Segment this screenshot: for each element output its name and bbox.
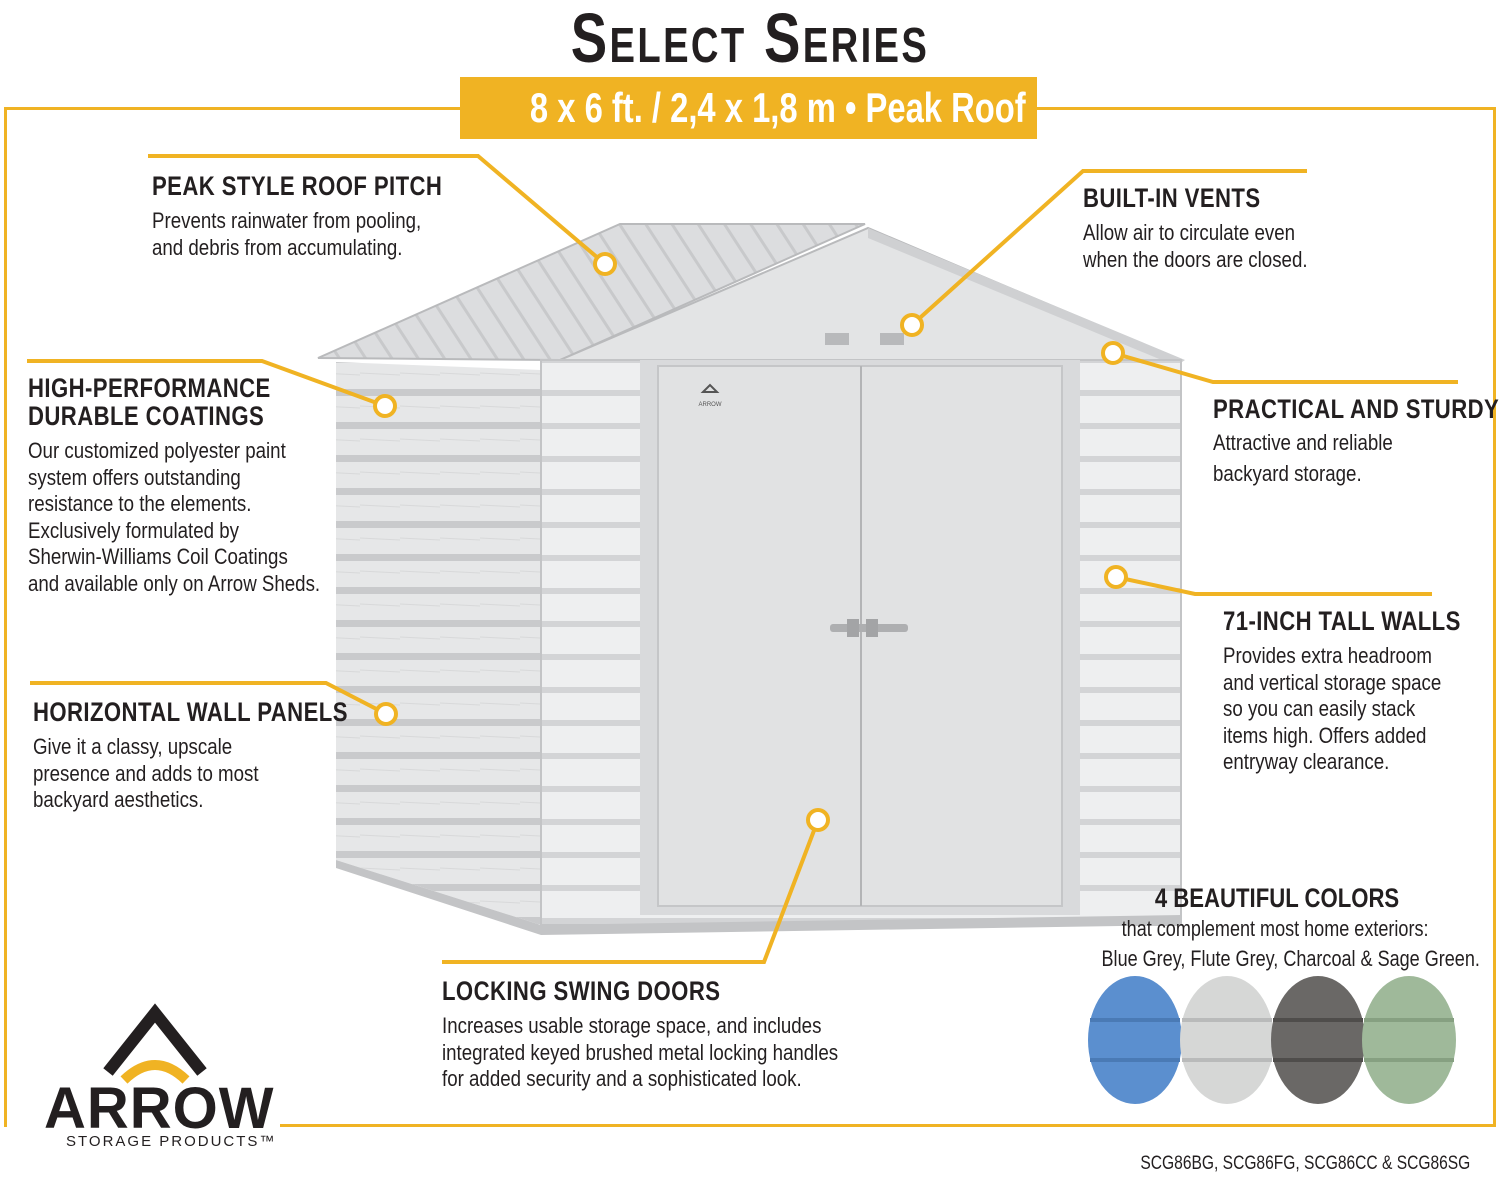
marker-panels (374, 702, 398, 726)
frame-left (4, 107, 7, 1127)
callout-roof: PEAK STYLE ROOF PITCH Prevents rainwater… (152, 172, 506, 261)
callout-roof-line: Prevents rainwater from pooling, (152, 208, 422, 233)
callout-doors: LOCKING SWING DOORS Increases usable sto… (442, 977, 908, 1093)
callout-roof-line: and debris from accumulating. (152, 234, 403, 260)
callout-markers (373, 252, 1128, 832)
callout-panels-line: presence and adds to most (33, 760, 259, 786)
callout-sturdy: PRACTICAL AND STURDY Attractive and reli… (1213, 395, 1500, 489)
shed-roof-edge (868, 228, 1185, 366)
arrow-logo-icon (103, 1003, 207, 1084)
leader-sturdy (1112, 351, 1458, 384)
callout-doors-line: for added security and a sophisticated l… (442, 1066, 802, 1091)
leader-panels (30, 681, 387, 716)
marker-coatings (373, 394, 397, 418)
swatch-flute-grey (1180, 976, 1274, 1104)
callout-walls-line: so you can easily stack (1223, 696, 1416, 721)
callout-doors-title: LOCKING SWING DOORS (442, 976, 721, 1006)
colors-title: 4 BEAUTIFUL COLORS (1080, 883, 1475, 914)
frame-top-right (1037, 107, 1496, 110)
leader-vents (910, 169, 1307, 327)
door-badge-icon (700, 383, 720, 393)
callout-panels-line: Give it a classy, upscale (33, 734, 233, 759)
callout-panels-line: backyard aesthetics. (33, 787, 204, 812)
marker-sturdy (1101, 341, 1125, 365)
arrow-logo-subtitle: STORAGE PRODUCTS™ (66, 1133, 277, 1150)
door-badge-text: ARROW (699, 402, 722, 408)
colors-title-text: 4 BEAUTIFUL COLORS (1155, 883, 1400, 913)
swatch-sage-green (1362, 976, 1456, 1104)
callout-vents: BUILT-IN VENTS Allow air to circulate ev… (1083, 184, 1347, 273)
callout-roof-title: PEAK STYLE ROOF PITCH (152, 171, 443, 201)
callout-coatings-line: and available only on Arrow Sheds. (28, 570, 321, 596)
frame-top-left (4, 107, 460, 110)
callout-walls: 71-INCH TALL WALLS Provides extra headro… (1223, 607, 1500, 776)
callout-coatings-line: Sherwin-Williams Coil Coatings (28, 544, 288, 569)
shed-roof-side (317, 223, 866, 362)
leader-roof (148, 154, 607, 266)
swatch-blue-grey (1088, 976, 1182, 1104)
callout-panels-title: HORIZONTAL WALL PANELS (33, 697, 348, 727)
callout-vents-line: Allow air to circulate even (1083, 220, 1296, 245)
callout-doors-line: integrated keyed brushed metal locking h… (442, 1039, 839, 1065)
model-numbers: SCG86BG, SCG86FG, SCG86CC & SCG86SG (1140, 1153, 1470, 1174)
leader-coatings (27, 359, 386, 408)
callout-coatings-title: DURABLE COATINGS (28, 401, 265, 431)
swatch-charcoal (1271, 976, 1365, 1104)
lock-right (866, 619, 878, 637)
callout-vents-title: BUILT-IN VENTS (1083, 183, 1261, 213)
callout-coatings-line: Our customized polyester paint (28, 438, 286, 463)
size-banner-text: 8 x 6 ft. / 2,4 x 1,8 m • Peak Roof (529, 84, 1026, 131)
callout-coatings-title: HIGH-PERFORMANCE (28, 373, 271, 403)
leader-lines (27, 154, 1458, 964)
leader-walls (1115, 575, 1432, 596)
shed-side-wall (336, 362, 541, 925)
color-swatches (1088, 976, 1456, 1104)
colors-subtitle-line: that complement most home exteriors: (1121, 916, 1429, 941)
callout-walls-line: entryway clearance. (1223, 749, 1390, 774)
callout-vents-line: when the doors are closed. (1083, 246, 1308, 272)
arrow-logo-wordmark: ARROW (44, 1076, 275, 1141)
callout-doors-line: Increases usable storage space, and incl… (442, 1013, 822, 1038)
callout-sturdy-title: PRACTICAL AND STURDY (1213, 394, 1500, 424)
marker-vents (900, 313, 924, 337)
vent-left (825, 333, 849, 345)
page-title: Select Series (570, 0, 930, 77)
colors-subtitle-line: Blue Grey, Flute Grey, Charcoal & Sage G… (1101, 946, 1480, 971)
callout-walls-line: Provides extra headroom (1223, 643, 1432, 668)
colors-subtitle: that complement most home exteriors: Blu… (1060, 914, 1490, 974)
callout-coatings: HIGH-PERFORMANCE DURABLE COATINGS Our cu… (28, 374, 372, 597)
leader-doors (442, 819, 820, 964)
frame-right (1493, 107, 1496, 1127)
callout-coatings-line: resistance to the elements. (28, 491, 252, 516)
callout-coatings-line: system offers outstanding (28, 464, 241, 490)
vent-right (880, 333, 904, 345)
marker-doors (806, 808, 830, 832)
marker-roof (593, 252, 617, 276)
callout-walls-line: items high. Offers added (1223, 722, 1427, 748)
callout-sturdy-line: Attractive and reliable (1213, 430, 1393, 455)
callout-walls-line: and vertical storage space (1223, 669, 1442, 695)
marker-walls (1104, 565, 1128, 589)
callout-walls-title: 71-INCH TALL WALLS (1223, 606, 1461, 636)
size-banner: 8 x 6 ft. / 2,4 x 1,8 m • Peak Roof (460, 77, 1037, 139)
callout-panels: HORIZONTAL WALL PANELS Give it a classy,… (33, 698, 417, 814)
lock-left (847, 619, 859, 637)
callout-coatings-line: Exclusively formulated by (28, 517, 239, 543)
frame-bottom (280, 1124, 1496, 1127)
callout-sturdy-line: backyard storage. (1213, 461, 1362, 486)
